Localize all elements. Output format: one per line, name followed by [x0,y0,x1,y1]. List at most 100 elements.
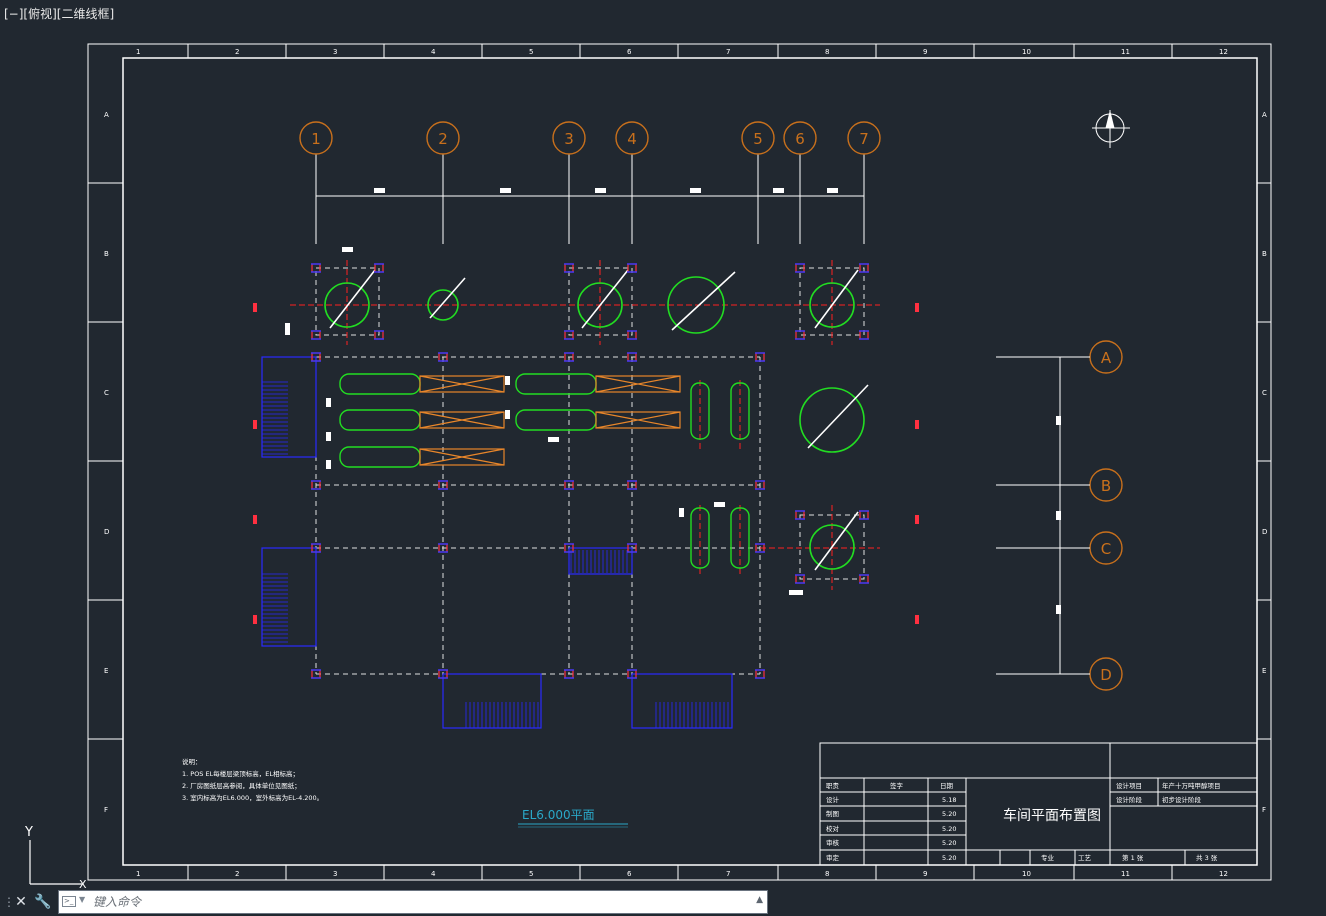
heat-exchangers [339,373,597,468]
tank-2 [427,289,459,321]
stair-treads [262,381,729,728]
inner-border [122,57,1258,866]
frame-col-label-top: 7 [726,48,730,56]
frame-row-label-left: C [104,389,109,397]
frame-ticks [88,44,1271,880]
tanks [324,276,865,570]
axis-bubble-label: 7 [859,130,869,148]
edge-markers [253,303,919,624]
tb-project-value: 年产十万吨甲醇项目 [1162,781,1221,790]
frame-row-label-left: D [104,528,109,536]
ucs-x-label: X [79,878,87,888]
notes-line-1: 1. POS EL每楼层梁顶标高，EL相标高； [182,769,299,778]
tb-role-0: 设计 [826,795,840,804]
command-input[interactable] [93,893,743,911]
frame-col-label-top: 5 [529,48,533,56]
right-dim-marks [1056,416,1061,614]
command-input-box[interactable]: >_ ▼ ▲ [58,890,768,914]
frame-row-label-right: E [1262,667,1266,675]
sheet-frame [87,43,1272,881]
north-arrow-icon [1092,110,1130,148]
notes-line-2: 2. 厂房图纸层高参阅，具体单位见图纸； [182,781,301,790]
axis-bubble-label: 2 [438,130,448,148]
viewport-label[interactable]: [−][俯视][二维线框] [4,7,115,21]
frame-col-label-bottom: 11 [1121,870,1130,878]
axis-bubble-label: 1 [311,130,321,148]
frame-col-label-bottom: 10 [1022,870,1031,878]
frame-col-label-bottom: 8 [825,870,829,878]
ucs-icon: Y X [24,825,87,888]
frame-row-label-left: E [104,667,108,675]
notes-heading: 说明： [182,757,202,766]
structural-grid [315,267,865,675]
command-bar-grip[interactable]: ⋮ [3,895,15,909]
stairs [261,356,733,729]
frame-col-label-top: 3 [333,48,337,56]
frame-row-label-right: B [1262,250,1267,258]
plan-label: EL6.000平面 [518,808,628,828]
tb-stage-value: 初步设计阶段 [1162,795,1202,804]
tank-7 [809,524,855,570]
title-block [819,742,1258,866]
tb-role-3: 审核 [826,838,840,847]
right-grid-lines [996,356,1090,675]
tb-role-header: 职责 [826,781,840,790]
chevron-up-icon[interactable]: ▲ [756,895,763,905]
frame-col-label-top: 6 [627,48,632,56]
tb-drawing-title: 车间平面布置图 [1003,807,1101,824]
frame-col-label-top: 12 [1219,48,1228,56]
frame-row-label-right: C [1262,389,1267,397]
frame-col-label-bottom: 4 [431,870,436,878]
plan-label-text: EL6.000平面 [522,808,595,822]
tb-role-1: 制图 [826,809,839,818]
frame-col-label-bottom: 9 [923,870,927,878]
axis-bubble-label: 5 [753,130,763,148]
tank-5 [809,282,855,328]
tb-discipline-label: 专业 [1041,853,1055,862]
dimension-marks [285,188,838,595]
tank-1 [324,282,370,328]
frame-row-label-right: D [1262,528,1267,536]
frame-col-label-top: 10 [1022,48,1031,56]
axis-bubble-label: 3 [564,130,574,148]
tb-role-4: 审定 [826,853,840,862]
frame-col-label-top: 1 [136,48,140,56]
frame-col-label-bottom: 5 [529,870,533,878]
notes-block: 说明： 1. POS EL每楼层梁顶标高，EL相标高； 2. 厂房图纸层高参阅，… [182,757,323,802]
equipment-centerlines [290,260,880,590]
tb-sheet-total: 共 3 张 [1196,853,1218,862]
frame-col-label-top: 11 [1121,48,1130,56]
tb-date-3: 5.20 [942,839,956,847]
frame-col-label-top: 2 [235,48,239,56]
ucs-y-label: Y [24,825,33,840]
frame-col-label-top: 9 [923,48,927,56]
outer-border [87,43,1272,881]
frame-col-label-bottom: 12 [1219,870,1228,878]
command-prompt-icon[interactable]: >_ [62,896,76,907]
tb-discipline-value: 工艺 [1078,854,1092,862]
wrench-icon[interactable]: 🔧 [34,894,52,910]
chevron-down-icon[interactable]: ▼ [79,895,86,904]
axis-bubble-label: 4 [627,130,637,148]
axis-bubble-label: C [1101,540,1111,558]
frame-col-label-bottom: 1 [136,870,140,878]
tb-role-2: 校对 [826,824,840,833]
tank-3 [577,282,623,328]
frame-row-label-left: B [104,250,109,258]
tb-sheet-no: 第 1 张 [1122,853,1144,862]
steel-columns [311,263,869,679]
frame-row-label-left: A [104,111,109,119]
tb-project-label: 设计项目 [1116,781,1142,790]
tb-sign-header: 签字 [890,781,904,790]
tb-date-0: 5.18 [942,796,956,804]
frame-col-label-bottom: 7 [726,870,730,878]
vertical-vessels [690,382,750,569]
frame-col-label-top: 8 [825,48,829,56]
axis-bubble-label: B [1101,477,1111,495]
tb-date-4: 5.20 [942,854,956,862]
close-icon[interactable]: ✕ [15,894,27,910]
command-bar: ⋮ ✕ 🔧 >_ ▼ ▲ [0,888,1326,916]
notes-line-3: 3. 室内标高为EL6.000，室外标高为EL-4.200。 [182,793,323,802]
